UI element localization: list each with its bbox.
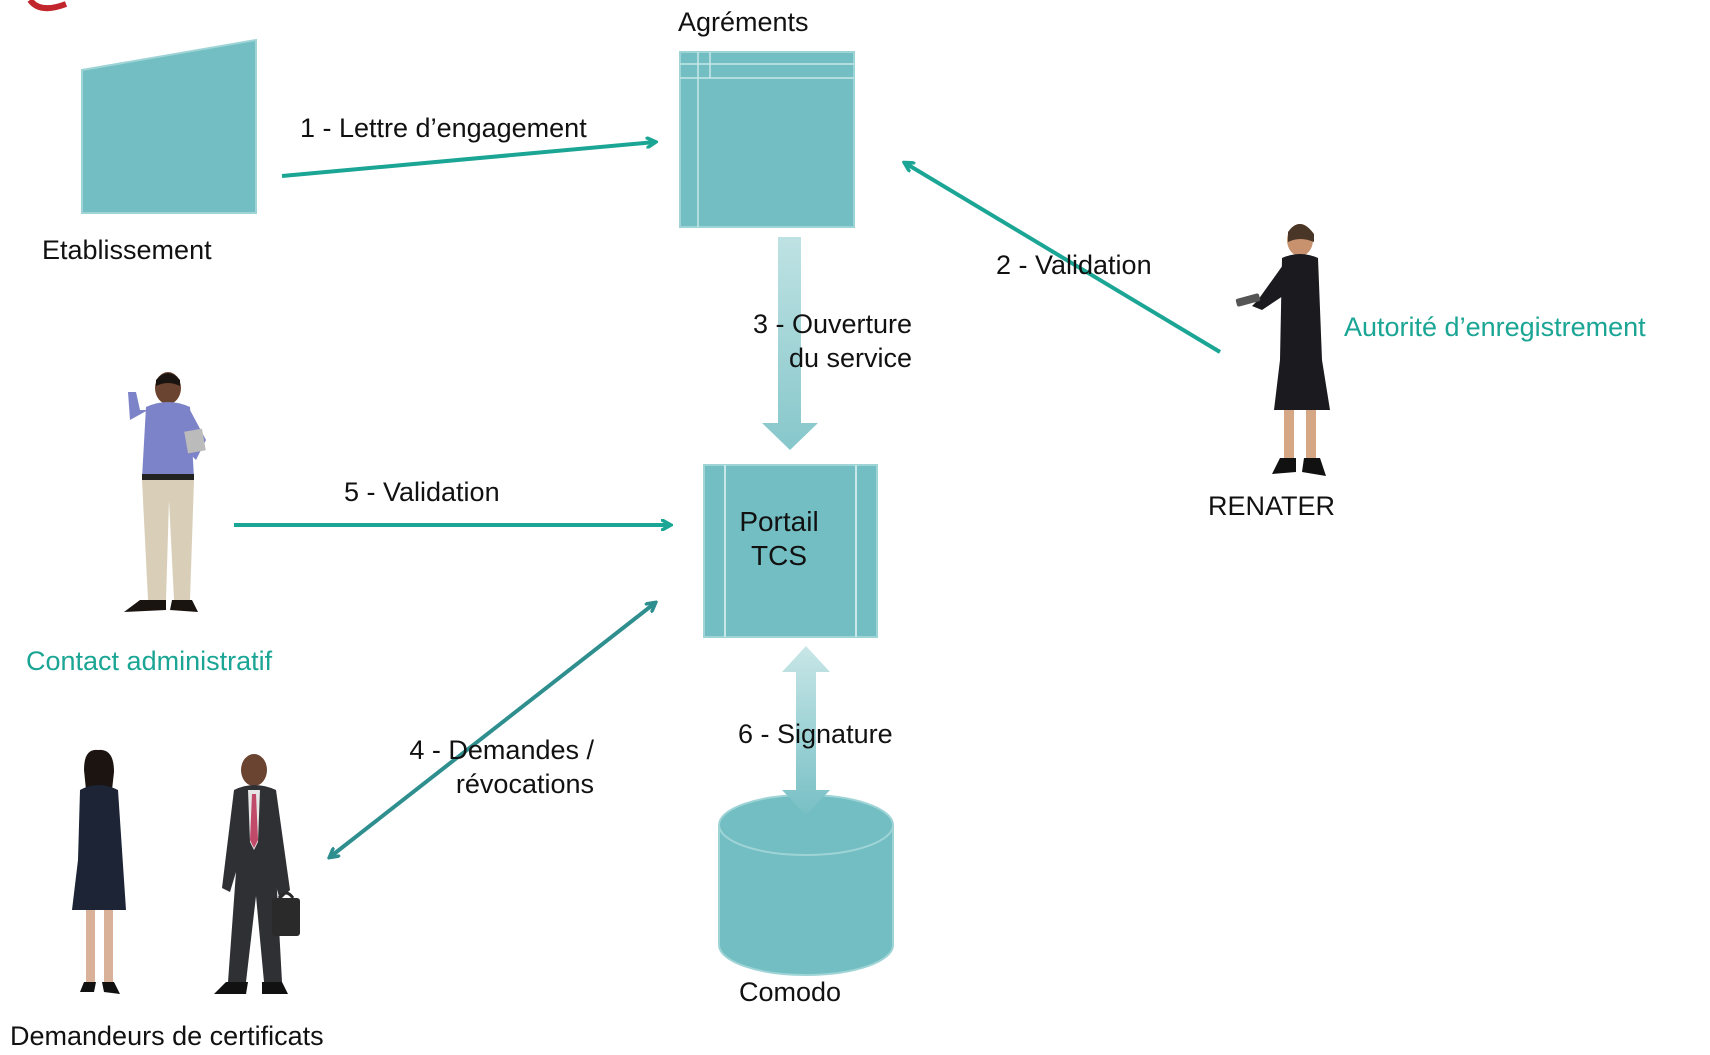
lettre-arrow — [281, 142, 655, 178]
portail-tcs-label: Portail TCS — [704, 505, 854, 572]
renater-label: RENATER — [1208, 491, 1336, 521]
demandeurs-label: Demandeurs de certificats — [10, 1021, 324, 1051]
demandeur-man-figure — [214, 754, 300, 994]
ouverture-fat-arrow — [762, 237, 818, 450]
logo-fragment — [27, 0, 68, 12]
signature-label: 6 - Signature — [738, 719, 893, 749]
ouverture-line-2: du service — [788, 342, 912, 373]
etablissement-label: Etablissement — [42, 235, 212, 265]
etablissement-shape — [81, 38, 257, 214]
validation-renater-label: 2 - Validation — [996, 250, 1152, 280]
portail-tcs-line-1: Portail — [739, 506, 819, 537]
demandes-label: 4 - Demandes / révocations — [360, 734, 594, 802]
agrements-label: Agréments — [678, 7, 809, 37]
agrements-shape — [679, 51, 855, 228]
ouverture-line-1: 3 - Ouverture — [752, 309, 912, 339]
ouverture-label: 3 - Ouverture du service — [700, 308, 912, 376]
renater-person-figure — [1235, 223, 1330, 476]
autorite-label: Autorité d’enregistrement — [1344, 312, 1646, 342]
comodo-label: Comodo — [739, 977, 842, 1007]
demandes-arrow — [330, 603, 655, 857]
contact-person-figure — [124, 372, 206, 612]
demandes-line-2: révocations — [455, 768, 594, 799]
validation-contact-label: 5 - Validation — [344, 477, 500, 507]
portail-tcs-shape — [703, 464, 878, 638]
demandeur-woman-figure — [72, 749, 126, 994]
demandes-line-1: 4 - Demandes / — [409, 735, 594, 765]
comodo-cylinder — [718, 794, 894, 976]
signature-fat-arrow — [782, 646, 830, 815]
lettre-label: 1 - Lettre d’engagement — [300, 113, 587, 143]
validation-renater-arrow — [905, 163, 1222, 354]
portail-tcs-line-2: TCS — [751, 539, 807, 571]
contact-label: Contact administratif — [26, 646, 273, 676]
